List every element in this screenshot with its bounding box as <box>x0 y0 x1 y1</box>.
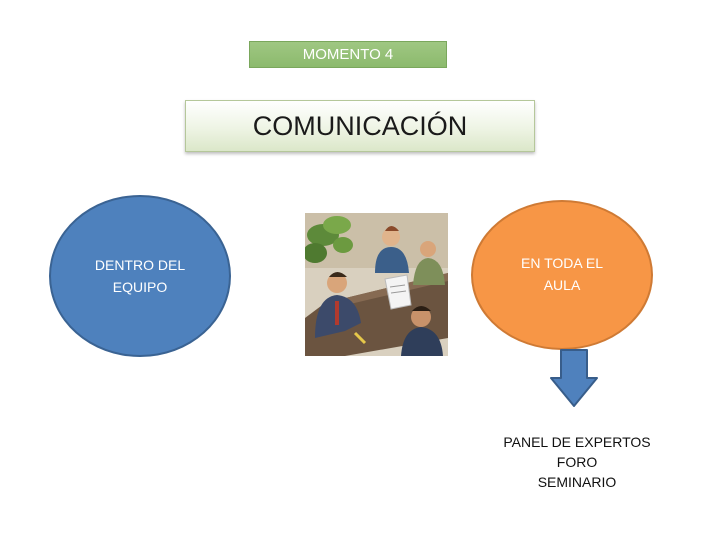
arrow-down-icon <box>549 348 599 408</box>
panel-list: PANEL DE EXPERTOS FORO SEMINARIO <box>486 432 668 492</box>
ellipse-aula-label: EN TODA EL AULA <box>521 255 603 293</box>
list-item-panel-de-expertos: PANEL DE EXPERTOS <box>503 434 651 450</box>
business-meeting-clipart-icon <box>303 213 448 356</box>
momento-label: MOMENTO 4 <box>249 41 447 68</box>
ellipse-en-toda-el-aula: EN TODA EL AULA <box>471 200 653 350</box>
ellipse-dentro-label: DENTRO DEL EQUIPO <box>94 257 186 295</box>
list-item-seminario: SEMINARIO <box>537 474 617 490</box>
page-title: COMUNICACIÓN <box>185 100 535 152</box>
list-item-foro: FORO <box>556 454 598 470</box>
ellipse-dentro-del-equipo: DENTRO DEL EQUIPO <box>49 195 231 357</box>
